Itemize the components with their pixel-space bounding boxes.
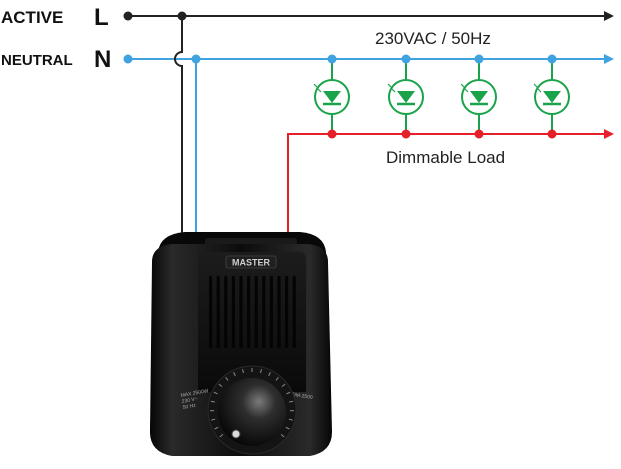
vent-slot [231, 276, 235, 348]
dial-tick [233, 372, 236, 377]
active-drop-wire [174, 16, 183, 236]
active-label: ACTIVE [1, 8, 63, 27]
dial-tick [289, 400, 294, 403]
spec-line-2: 230 V~ [181, 396, 198, 405]
vent-slot [209, 276, 213, 348]
dial-tick [288, 418, 293, 421]
brand-badge [225, 255, 277, 269]
vent-slot [247, 276, 251, 348]
dial-tick [275, 377, 279, 381]
dial-scale [209, 368, 295, 438]
dial-tick [218, 383, 223, 387]
spec-line-1: MAX 2500W [180, 388, 209, 399]
dimmer-knob[interactable] [218, 378, 286, 446]
led-lamp-icon [460, 54, 497, 139]
dial-tick [211, 418, 216, 421]
vent-slot [262, 276, 266, 348]
ventilation-grille [209, 276, 296, 348]
dial-tick [210, 400, 215, 403]
dial-tick [242, 368, 244, 374]
lamp-load-junction [327, 129, 337, 139]
lamp-load-junction [401, 129, 411, 139]
lamp-neutral-junction [401, 54, 411, 64]
led-lamp-icon [387, 54, 424, 139]
lamp-neutral-junction [327, 54, 337, 64]
lamp-load-junction [474, 129, 484, 139]
active-letter: L [94, 4, 109, 31]
led-lamp-icon [533, 54, 570, 139]
dial-tick [260, 368, 262, 374]
neutral-label: NEUTRAL [1, 52, 73, 69]
dial-tick [285, 426, 290, 430]
vent-slot [254, 276, 258, 348]
dimmer-device: MASTER MAX 2500W 230 V~ 50 Hz DM-2500 [150, 232, 332, 456]
dial-tick [214, 426, 219, 430]
dial-tick [213, 391, 218, 395]
dial-tick [280, 434, 285, 438]
spec-line-3: 50 Hz [182, 403, 196, 411]
dial-tick [281, 383, 286, 387]
load-wire [287, 129, 614, 236]
lamp-load-junction [547, 129, 557, 139]
vent-slot [285, 276, 289, 348]
dial-tick [268, 372, 271, 377]
lamp-neutral-junction [547, 54, 557, 64]
dial-tick [219, 434, 224, 438]
supply-label: 230VAC / 50Hz [375, 29, 491, 48]
neutral-terminal [123, 54, 133, 64]
knob-indicator-icon [231, 429, 241, 439]
vent-slot [216, 276, 220, 348]
vent-slot [292, 276, 296, 348]
dial-tick [225, 377, 229, 381]
brand-text: MASTER [232, 258, 271, 268]
vent-slot [239, 276, 243, 348]
model-text: DM-2500 [292, 392, 313, 401]
led-lamp-icon [313, 54, 350, 139]
vent-slot [277, 276, 281, 348]
dial-tick [286, 391, 291, 395]
active-terminal [123, 11, 133, 21]
vent-slot [224, 276, 228, 348]
load-label: Dimmable Load [386, 148, 505, 167]
lamp-group [313, 54, 570, 139]
neutral-letter: N [94, 46, 111, 73]
vent-slot [269, 276, 273, 348]
lamp-neutral-junction [474, 54, 484, 64]
